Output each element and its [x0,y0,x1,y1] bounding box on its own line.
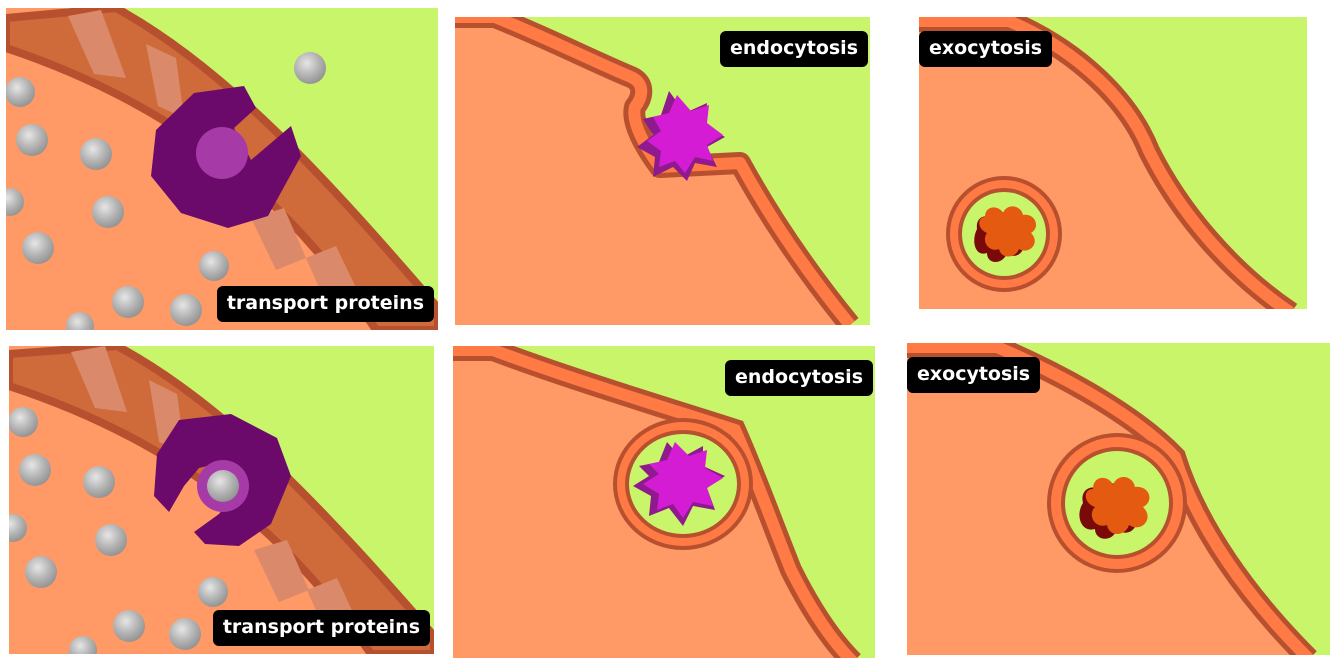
transport-proteins-panel-top: transport proteins [6,8,438,330]
endocytosis-panel-top: endocytosis [455,17,870,325]
particle [294,52,326,84]
particle [19,454,51,486]
particle [169,618,201,650]
caption-exocytosis: exocytosis [919,31,1052,67]
protein-channel [196,127,248,179]
particle [9,407,38,437]
particle [83,466,115,498]
particle [16,124,48,156]
particle [199,251,229,281]
particle [113,610,145,642]
particle [170,294,202,326]
particle-in-channel [207,470,239,502]
particle [95,524,127,556]
caption-endocytosis: endocytosis [720,31,868,67]
transport-proteins-panel-bottom: transport proteins [9,346,434,654]
particle [6,77,35,107]
particle [80,138,112,170]
caption-endocytosis: endocytosis [725,360,873,396]
particle [25,556,57,588]
particle [22,232,54,264]
transport-protein-illustration [9,346,434,654]
caption-transport-proteins: transport proteins [217,286,434,322]
endocytosis-panel-bottom: endocytosis [453,346,875,658]
particle [198,577,228,607]
particle [112,286,144,318]
exocytosis-panel-bottom: exocytosis [907,343,1330,655]
exocytosis-panel-top: exocytosis [919,17,1307,309]
particle [92,196,124,228]
caption-transport-proteins: transport proteins [213,610,430,646]
transport-protein-illustration [6,8,438,330]
caption-exocytosis: exocytosis [907,357,1040,393]
